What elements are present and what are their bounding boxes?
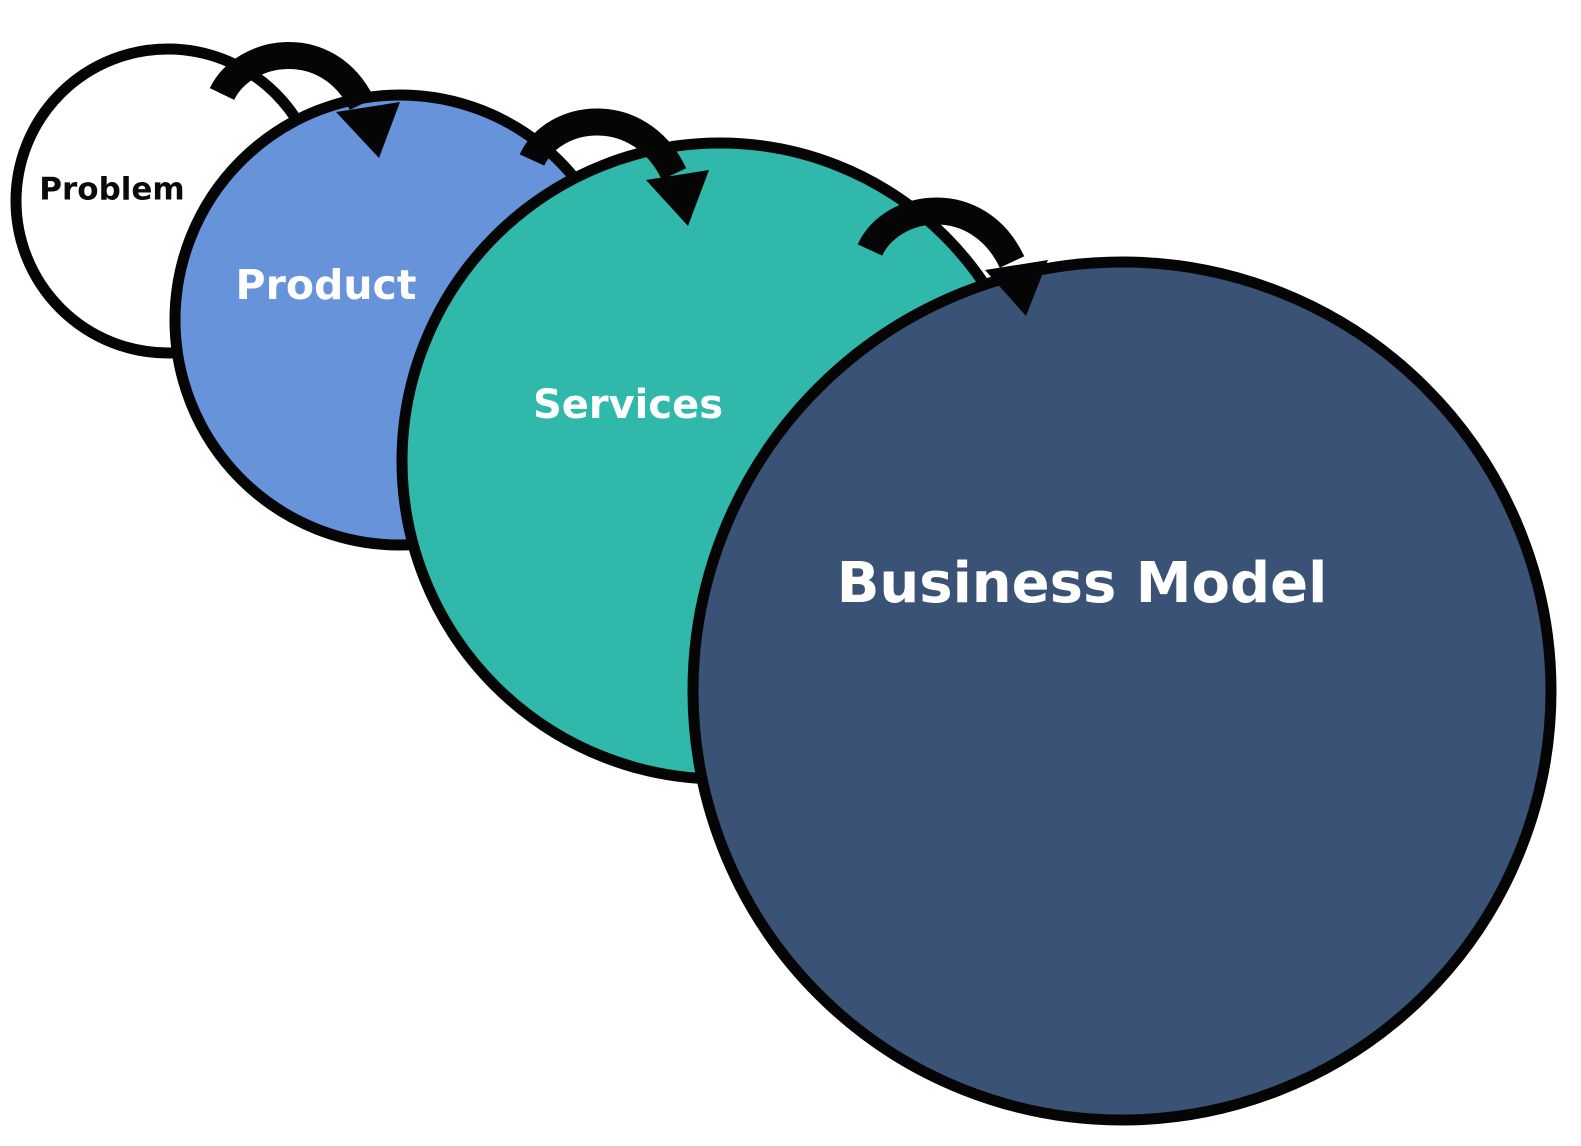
node-problem-label: Problem [39, 172, 184, 208]
connector-product-services-shaft [519, 108, 687, 181]
node-services-label: Services [533, 382, 723, 428]
node-product-label: Product [236, 261, 417, 309]
connector-services-business-model-shaft [857, 197, 1025, 269]
connector-problem-product-head [336, 102, 400, 158]
node-business-model-circle [687, 256, 1557, 1126]
connector-services-business-model-head [985, 260, 1048, 316]
curved-arrow-icon [519, 108, 709, 226]
connector-product-services-head [646, 170, 709, 226]
curved-arrow-icon [857, 197, 1048, 316]
curved-arrow-icon [209, 42, 400, 158]
node-business-model: Business Model [687, 256, 1557, 1126]
connector-problem-product-shaft [209, 42, 375, 111]
node-business-model-label: Business Model [837, 551, 1328, 616]
